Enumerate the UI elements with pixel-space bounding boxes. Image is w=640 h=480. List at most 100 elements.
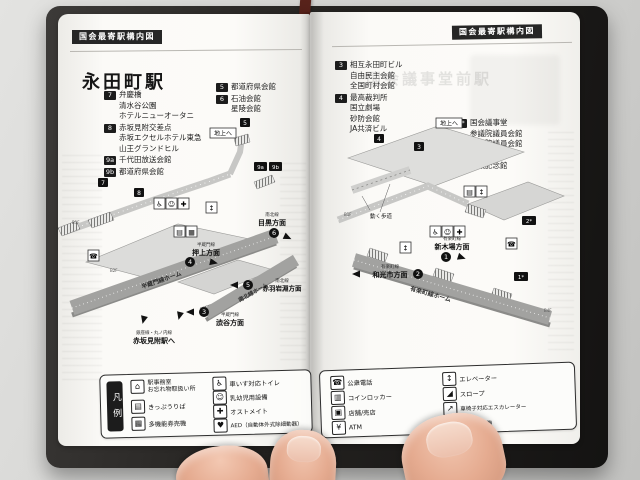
svg-text:有楽町線: 有楽町線: [381, 263, 399, 270]
exit-badge: 6: [216, 94, 228, 104]
ticket-office-icon: ▤: [466, 189, 473, 197]
station-map-right: 動く歩道 有楽町線ホーム 地上へ 4 3 2* 1* ♿ ☺ ✚ ▤ ↕: [336, 117, 565, 328]
direction-arrow: [352, 270, 360, 278]
floor-tag: B2F: [110, 268, 118, 273]
elevator-icon: ↕: [403, 245, 409, 253]
elevator-icon: ↕: [479, 189, 485, 197]
landmark-item: 3 相互永田町ビル自由民主会館全国町村会館: [335, 60, 403, 92]
legend-tab: 凡例: [106, 381, 124, 432]
public-phone-icon: ☎: [507, 241, 516, 249]
svg-text:赤坂見附駅へ: 赤坂見附駅へ: [133, 336, 175, 345]
platform-edge-dots: [71, 235, 277, 309]
svg-text:押上方面: 押上方面: [192, 248, 220, 257]
svg-text:目黒方面: 目黒方面: [258, 218, 286, 227]
exit-badge-5: [240, 118, 250, 127]
svg-text:1*: 1*: [518, 275, 524, 281]
svg-text:8: 8: [137, 190, 141, 197]
concourse-plate: [467, 181, 565, 221]
left-landmark-list-a: 7 弁慶橋清水谷公園ホテルニューオータニ 8 赤坂見附交差点赤坂エクセルホテル東…: [104, 90, 202, 178]
toilet-icons-box: ♿ ☺ ✚: [429, 225, 466, 238]
shop-icon: ▣: [331, 405, 346, 421]
exit-badge-8: [134, 188, 144, 197]
svg-text:4: 4: [377, 136, 381, 143]
legend-item: ⌂ 駅事務室 お忘れ物取扱い所: [130, 378, 196, 394]
baby-facility-icon: ☺: [212, 390, 228, 405]
slope-icon: ◢: [442, 386, 458, 402]
exit-badge-4: [374, 134, 384, 143]
svg-text:有楽町線: 有楽町線: [443, 235, 461, 242]
legend-item: ◢ スロープ: [442, 386, 485, 402]
legend-item: ☺ 乳幼児用設備: [212, 389, 268, 405]
ticket-icons-box: ▤ ↕: [463, 185, 488, 198]
legend-item: ♿ 車いす対応トイレ: [212, 375, 280, 391]
svg-text:和光市方面: 和光市方面: [372, 270, 408, 279]
stairs: [233, 133, 251, 147]
baby-facility-icon: ☺: [168, 201, 175, 209]
svg-text:4: 4: [188, 258, 192, 266]
bleed-through-text-right: [548, 130, 574, 350]
label-leader-lines: [361, 183, 391, 213]
exit-badge: 7: [104, 91, 116, 100]
svg-text:9b: 9b: [272, 165, 279, 171]
to-ground-box: [435, 117, 463, 129]
svg-text:半蔵門線: 半蔵門線: [197, 241, 215, 248]
station-map-left: 半蔵門線ホーム 南北線ホーム 地上へ 5 7 8 9a 9b ♿ ☺ ✚ ▤ ▦…: [58, 118, 302, 345]
landmark-item: 5 都道府県会館: [216, 82, 276, 93]
svg-text:銀座線・丸ノ内線: 銀座線・丸ノ内線: [136, 329, 172, 336]
svg-text:6: 6: [272, 229, 276, 237]
landmark-lines: 赤坂見附交差点赤坂エクセルホテル東急山王グランドヒル: [119, 122, 202, 153]
phone-icon-box: ☎: [505, 237, 518, 250]
exit-badge: 9a: [104, 156, 116, 165]
landmark-item: 9b 都道府県会館: [104, 167, 202, 178]
landmark-lines: 石油会館星陵会館: [231, 93, 261, 114]
walkway-ticks: [337, 185, 469, 221]
exit-badge-9b: [269, 162, 282, 171]
legend-item: ▣ 店舗/売店: [331, 405, 376, 421]
to-ground-box: [209, 127, 237, 139]
exit-badge-2: [522, 216, 536, 225]
stairs: [464, 203, 487, 219]
direction-arrow: [141, 315, 148, 324]
landmark-item: 9a 千代田放送会館: [104, 155, 202, 166]
legend-item: ▤ きっぷうりば: [130, 399, 186, 414]
stairs: [58, 220, 81, 237]
ostomate-icon: ✚: [181, 201, 187, 209]
exit-badge-3: [414, 142, 424, 151]
akasaka-mitsuke-label: 銀座線・丸ノ内線 赤坂見附駅へ: [133, 311, 184, 345]
baby-facility-icon: ☺: [444, 229, 451, 237]
public-phone-icon: ☎: [89, 253, 98, 261]
wheelchair-toilet-icon: ♿: [432, 229, 438, 237]
svg-text:南北線: 南北線: [275, 277, 289, 284]
legend-item: ✚ オストメイト: [213, 403, 268, 419]
wakoshi-direction-label: 有楽町線 和光市方面 2: [352, 263, 423, 279]
oshiage-direction-label: 半蔵門線 押上方面 4: [185, 241, 220, 267]
ticket-office-icon: ▤: [176, 229, 183, 237]
stairs: [253, 174, 276, 190]
exit-badge: 5: [216, 83, 228, 92]
landmark-item: 6 石油会館星陵会館: [216, 94, 276, 115]
moving-walkway-chevrons: [351, 169, 411, 191]
thumbnail: [423, 417, 476, 461]
elevator-icon: ↕: [209, 205, 215, 213]
floor-tag: B1F: [72, 220, 80, 225]
landmark-lines: 相互永田町ビル自由民主会館全国町村会館: [350, 60, 403, 90]
to-ground-label: 地上へ: [214, 130, 232, 138]
ghost-title-showthrough: 国会議事堂前駅: [366, 70, 493, 88]
landmark-lines: 都道府県会館: [119, 166, 164, 176]
ticket-machine-icon: ▦: [188, 229, 195, 237]
exit-badge: 8: [104, 123, 116, 133]
svg-text:半蔵門線: 半蔵門線: [221, 311, 239, 318]
svg-text:新木場方面: 新木場方面: [435, 242, 470, 251]
legend-item: ☎ 公衆電話: [330, 375, 373, 391]
stairs: [87, 211, 115, 229]
wheelchair-toilet-icon: ♿: [156, 201, 162, 209]
ostomate-icon: ✚: [213, 404, 228, 419]
phone-icon-box: ☎: [87, 249, 100, 262]
elevator-icon-box: ↕: [399, 241, 412, 254]
shibuya-direction-label: 半蔵門線 渋谷方面 3: [186, 307, 244, 327]
left-page-header: 国会最寄駅構内図: [72, 30, 162, 44]
svg-text:2: 2: [416, 270, 420, 278]
exit-badge: 4: [335, 93, 347, 103]
yurakucho-platform: [352, 253, 552, 325]
